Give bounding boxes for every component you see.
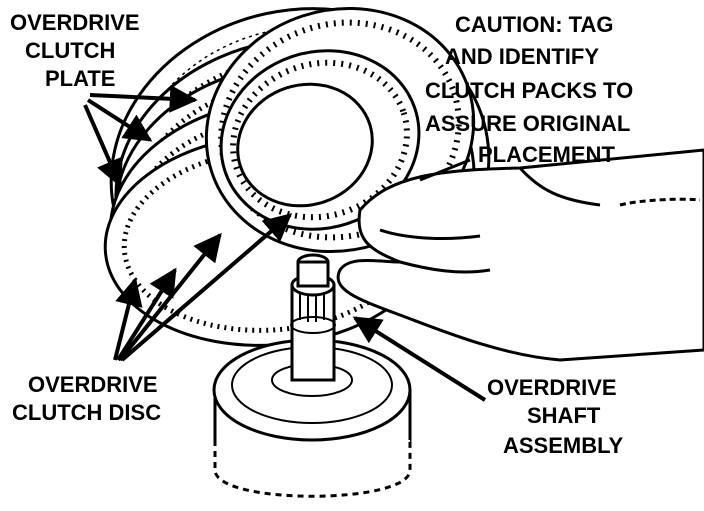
label-overdrive-clutch-disc: OVERDRIVE CLUTCH DISC [12, 372, 161, 425]
disc-arrow-1 [113, 277, 143, 361]
caution-leader [419, 158, 471, 182]
disc-arrow-4 [120, 213, 293, 362]
leader-arrows [83, 84, 487, 402]
shaft-label-line-2: SHAFT [527, 403, 601, 428]
shaft-label-line-1: OVERDRIVE [487, 375, 617, 400]
shaft-label-line-3: ASSEMBLY [503, 433, 624, 458]
caution-line-3: CLUTCH PACKS TO [425, 78, 633, 103]
plate-label-line-2: CLUTCH [25, 38, 115, 63]
caution-line-1: CAUTION: TAG [455, 12, 613, 37]
caution-line-4: ASSURE ORIGINAL [425, 111, 630, 136]
technician-hand [336, 148, 704, 362]
shaft-arrow [352, 316, 487, 402]
clutch-pack-illustration [103, 6, 704, 498]
plate-arrow-3 [83, 104, 123, 188]
plate-arrow-2 [86, 98, 153, 142]
plate-label-line-3: PLATE [45, 66, 115, 91]
disc-arrow-3 [118, 232, 222, 362]
label-overdrive-clutch-plate: OVERDRIVE CLUTCH PLATE [10, 10, 140, 91]
caution-line-5: PLACEMENT [478, 142, 615, 167]
overdrive-shaft-assembly [212, 253, 412, 498]
plate-arrow-1 [89, 84, 198, 113]
label-caution: CAUTION: TAG AND IDENTIFY CLUTCH PACKS T… [425, 12, 633, 167]
label-overdrive-shaft-assembly: OVERDRIVE SHAFT ASSEMBLY [487, 375, 624, 458]
caution-line-2: AND IDENTIFY [445, 44, 599, 69]
disc-arrow-2 [116, 267, 177, 362]
plate-label-line-1: OVERDRIVE [10, 10, 140, 35]
disc-label-line-1: OVERDRIVE [28, 372, 158, 397]
disc-label-line-2: CLUTCH DISC [12, 400, 161, 425]
